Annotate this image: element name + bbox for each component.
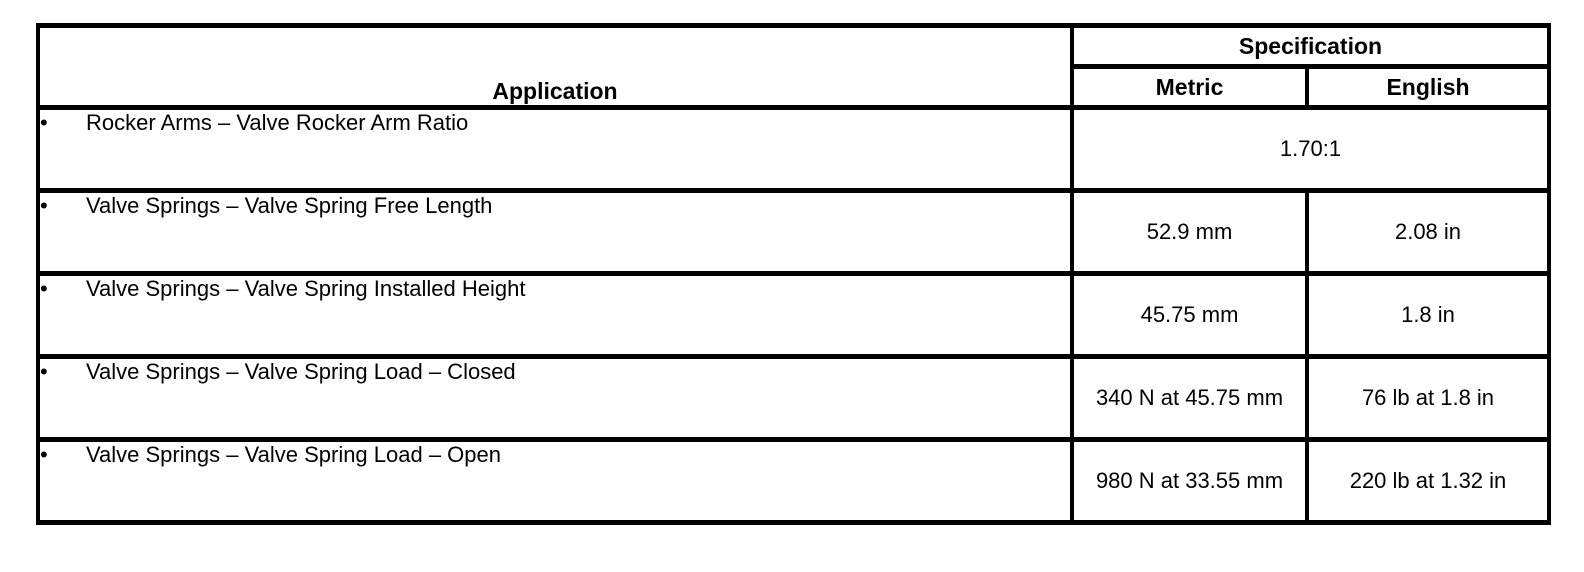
table-row: • Valve Springs – Valve Spring Load – Ope… [36,437,1551,525]
bullet-icon: • [40,193,48,218]
application-cell: • Valve Springs – Valve Spring Free Lengt… [36,188,1074,276]
header-row-specification: Application Specification [36,23,1551,110]
application-cell: • Valve Springs – Valve Spring Load – Ope… [36,437,1074,525]
application-text: Valve Springs – Valve Spring Installed H… [86,276,526,301]
english-value: 76 lb at 1.8 in [1305,354,1551,442]
header-row-units: Metric English [38,64,1551,110]
english-value: 220 lb at 1.32 in [1305,437,1551,525]
application-text: Rocker Arms – Valve Rocker Arm Ratio [86,110,469,135]
bullet-icon: • [40,110,48,135]
table-row: • Valve Springs – Valve Spring Installed … [36,271,1551,359]
specification-table: Application Specification Metric English… [36,23,1551,525]
application-text: Valve Springs – Valve Spring Load – Open [86,442,502,467]
metric-value: 980 N at 33.55 mm [1070,437,1309,525]
table-row: • Rocker Arms – Valve Rocker Arm Ratio 1.… [36,105,1551,193]
metric-value: 45.75 mm [1070,271,1309,359]
bullet-icon: • [40,276,48,301]
bullet-icon: • [40,442,48,467]
application-cell: • Rocker Arms – Valve Rocker Arm Ratio [36,105,1074,193]
spec-value-merged: 1.70:1 [1070,105,1551,193]
table-row: • Valve Springs – Valve Spring Free Lengt… [36,188,1551,276]
application-text: Valve Springs – Valve Spring Free Length [86,193,493,218]
metric-value: 52.9 mm [1070,188,1309,276]
application-column-header: Application [36,23,1074,110]
application-cell: • Valve Springs – Valve Spring Load – Clo… [36,354,1074,442]
table-row: • Valve Springs – Valve Spring Load – Clo… [36,354,1551,442]
specification-column-header: Specification [1070,23,1551,69]
bullet-icon: • [40,359,48,384]
english-column-header: English [1305,64,1551,110]
metric-value: 340 N at 45.75 mm [1070,354,1309,442]
english-value: 1.8 in [1305,271,1551,359]
english-value: 2.08 in [1305,188,1551,276]
metric-column-header: Metric [1070,64,1309,110]
application-text: Valve Springs – Valve Spring Load – Clos… [86,359,516,384]
application-cell: • Valve Springs – Valve Spring Installed … [36,271,1074,359]
